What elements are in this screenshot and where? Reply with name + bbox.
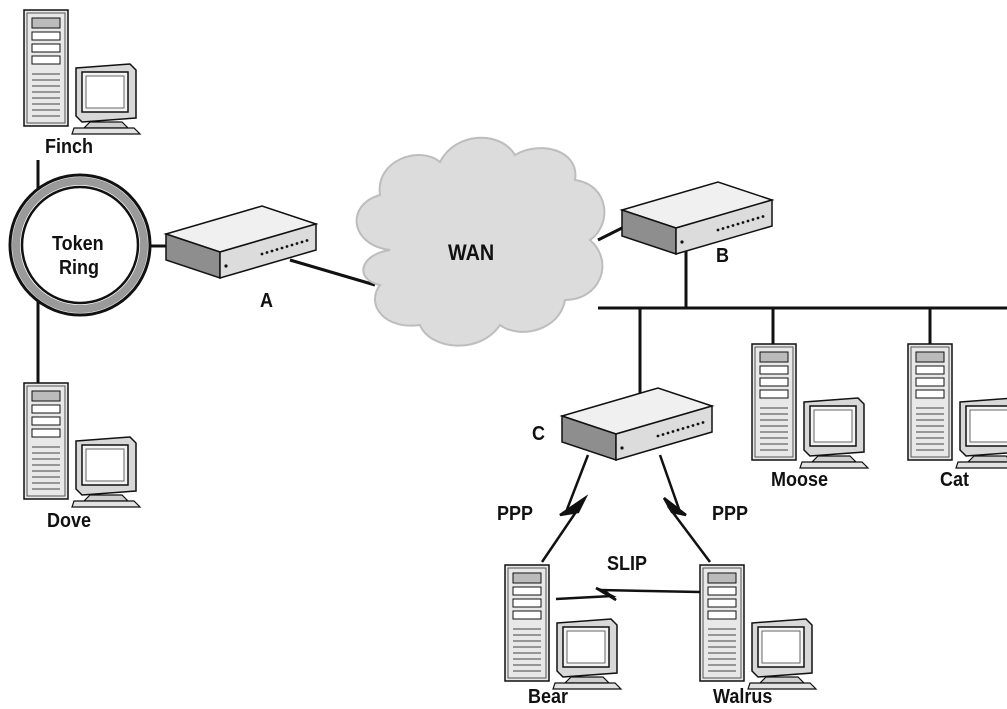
token-ring-label-line2: Ring [59,257,99,279]
dove-label: Dove [47,510,92,532]
cat-label: Cat [940,469,970,491]
ppp-right-label: PPP [712,503,749,525]
router-a-wan-link [289,258,376,287]
router-a [165,205,317,279]
router-b-label: B [716,245,730,267]
slip-bolt [595,586,617,602]
walrus-label: Walrus [713,686,773,708]
token-ring [8,173,152,317]
router-a-label: A [260,290,274,312]
dove-computer [23,382,141,508]
router-c-label: C [532,423,546,445]
ppp-link-right [658,454,711,563]
bear-label: Bear [528,686,569,708]
finch-label: Finch [45,136,94,158]
moose-computer [751,343,869,469]
ppp-right-bolt [662,497,687,517]
slip-link [555,588,701,601]
ppp-left-bolt [559,494,589,517]
slip-label: SLIP [607,553,648,575]
cat-computer [907,343,1007,469]
token-ring-label-line1: Token [52,233,104,255]
moose-label: Moose [771,469,829,491]
serial-links [540,454,711,602]
connection-lines [36,160,1007,400]
wan-label: WAN [448,240,495,265]
router-b [621,181,773,255]
bear-computer [504,564,622,690]
walrus-computer [699,564,817,690]
router-c [561,387,713,461]
wan-cloud [355,136,606,347]
ppp-left-label: PPP [497,503,534,525]
finch-computer [23,9,141,135]
